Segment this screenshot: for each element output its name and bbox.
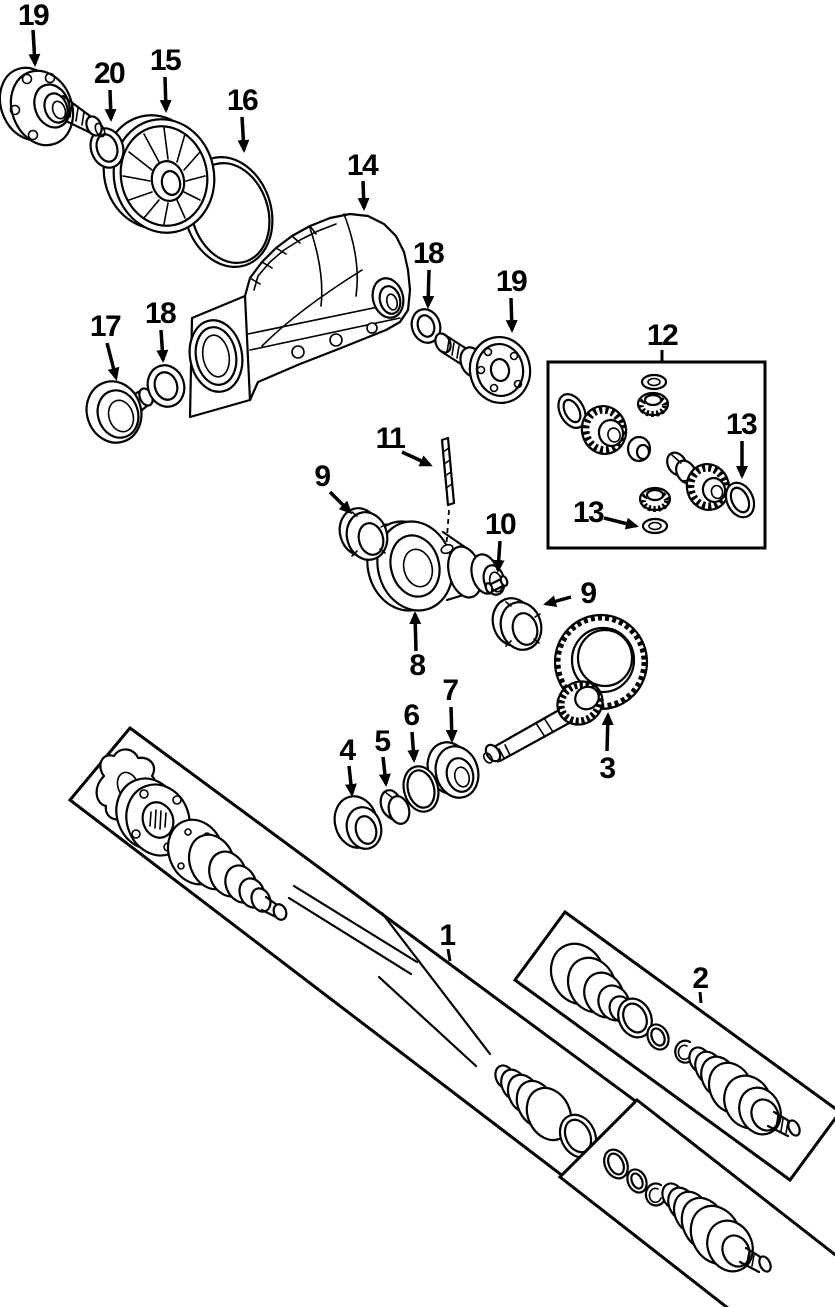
callout-label: 10 [485, 508, 516, 541]
part-10-pin-drawing [484, 575, 509, 594]
cv-joint-kit-box-lower [557, 1098, 835, 1307]
callout-arrow [237, 116, 250, 153]
part-7-pinion-bearing-drawing [426, 741, 480, 799]
axle-shaft-assembly-box-1 [67, 725, 675, 1215]
callout-arrow [378, 756, 391, 787]
part-9-left-bearing-drawing [338, 507, 389, 561]
callout-9-right[interactable]: 9 [543, 577, 598, 610]
part-6-shim-drawing [402, 765, 440, 813]
callout-arrow [601, 712, 614, 752]
callout-label: 18 [145, 297, 176, 330]
callout-10[interactable]: 10 [485, 508, 517, 573]
callout-label: 18 [413, 237, 444, 270]
callout-arrow [409, 611, 422, 652]
part-4-pinion-seal-drawing [333, 795, 383, 850]
part-3-ring-gear-and-pinion-drawing [482, 613, 649, 764]
callout-4[interactable]: 4 [339, 734, 358, 797]
snap-ring-lower [644, 1182, 667, 1207]
part-17-cap-drawing [85, 380, 154, 444]
cv-joint-kit-box-2 [512, 909, 835, 1183]
callout-arrow [328, 490, 353, 515]
part-12-differential-gear-kit-box [546, 360, 767, 550]
callout-label: 7 [442, 674, 458, 707]
part-18-left-seal-drawing [146, 364, 186, 408]
part-18-right-seal-drawing [410, 308, 442, 344]
callout-arrow [156, 329, 169, 363]
callout-label: 11 [376, 422, 406, 455]
callout-label: 19 [18, 0, 49, 32]
callout-label: 3 [599, 752, 615, 785]
part-5-spacer-drawing [379, 789, 411, 825]
callout-label: 12 [647, 319, 678, 352]
part-11-stud-drawing [440, 436, 456, 551]
callout-label: 9 [580, 577, 596, 610]
callout-label: 8 [409, 649, 425, 682]
callout-label: 13 [726, 408, 757, 441]
callout-label: 19 [496, 265, 527, 298]
callout-label: 17 [90, 310, 121, 343]
callout-3[interactable]: 3 [599, 712, 617, 785]
callout-arrow [159, 76, 172, 113]
callout-18-left[interactable]: 18 [145, 297, 177, 363]
part-14-differential-carrier-drawing [188, 212, 412, 419]
callout-15[interactable]: 15 [150, 44, 182, 113]
callout-label: 4 [339, 734, 356, 767]
callout-label: 15 [150, 44, 181, 77]
callout-arrow [422, 269, 435, 309]
part-15-side-cover-drawing [102, 114, 216, 234]
callout-arrow [104, 89, 117, 122]
part-19-left-output-flange-drawing [0, 66, 106, 147]
callout-19-top-left[interactable]: 19 [18, 0, 50, 67]
thrust-washer-13-bottom [641, 517, 669, 535]
callout-label: 16 [227, 84, 258, 117]
callout-label: 13 [573, 496, 604, 529]
callout-arrow [344, 765, 357, 797]
callout-2[interactable]: 2 [692, 962, 710, 1004]
callout-arrow [505, 297, 518, 333]
callout-12[interactable]: 12 [647, 319, 679, 361]
callout-13-right[interactable]: 13 [726, 408, 758, 479]
callout-14[interactable]: 14 [347, 149, 380, 211]
callout-arrow [603, 516, 639, 530]
callout-label: 2 [692, 962, 708, 995]
hub-flange-drawing [115, 777, 191, 857]
callout-leader [446, 948, 452, 962]
callout-arrow [357, 180, 370, 211]
callout-label: 20 [94, 57, 125, 90]
callout-16[interactable]: 16 [227, 84, 259, 153]
callout-17[interactable]: 17 [90, 310, 122, 381]
callout-arrow [445, 706, 458, 743]
callout-8[interactable]: 8 [409, 611, 427, 682]
thrust-washer-13-right [724, 481, 756, 519]
callout-label: 6 [403, 699, 419, 732]
callout-arrow [492, 540, 505, 573]
callout-13-left[interactable]: 13 [573, 496, 639, 530]
part-9-right-bearing-drawing [491, 597, 543, 651]
callout-label: 5 [374, 725, 390, 758]
callout-arrow [543, 595, 572, 608]
callout-leader [698, 991, 703, 1004]
outer-cv-boot-drawing [166, 818, 288, 921]
callout-label: 1 [439, 919, 455, 952]
part-19-right-output-flange-drawing [434, 332, 532, 405]
callout-7[interactable]: 7 [442, 674, 460, 743]
callout-5[interactable]: 5 [374, 725, 392, 787]
callout-label: 9 [314, 460, 330, 493]
axle-shaft-lines [287, 884, 492, 1068]
callout-20[interactable]: 20 [94, 57, 126, 122]
callout-18-right[interactable]: 18 [413, 237, 445, 309]
callout-6[interactable]: 6 [403, 699, 421, 763]
callout-1[interactable]: 1 [439, 919, 457, 962]
callout-19-right[interactable]: 19 [496, 265, 528, 333]
callout-arrow [401, 450, 433, 467]
callout-11[interactable]: 11 [376, 422, 433, 467]
callout-9-left[interactable]: 9 [314, 460, 353, 515]
callout-arrow [407, 731, 420, 763]
callout-label: 14 [347, 149, 379, 182]
callout-arrow [105, 342, 120, 381]
callout-arrow [28, 29, 41, 67]
